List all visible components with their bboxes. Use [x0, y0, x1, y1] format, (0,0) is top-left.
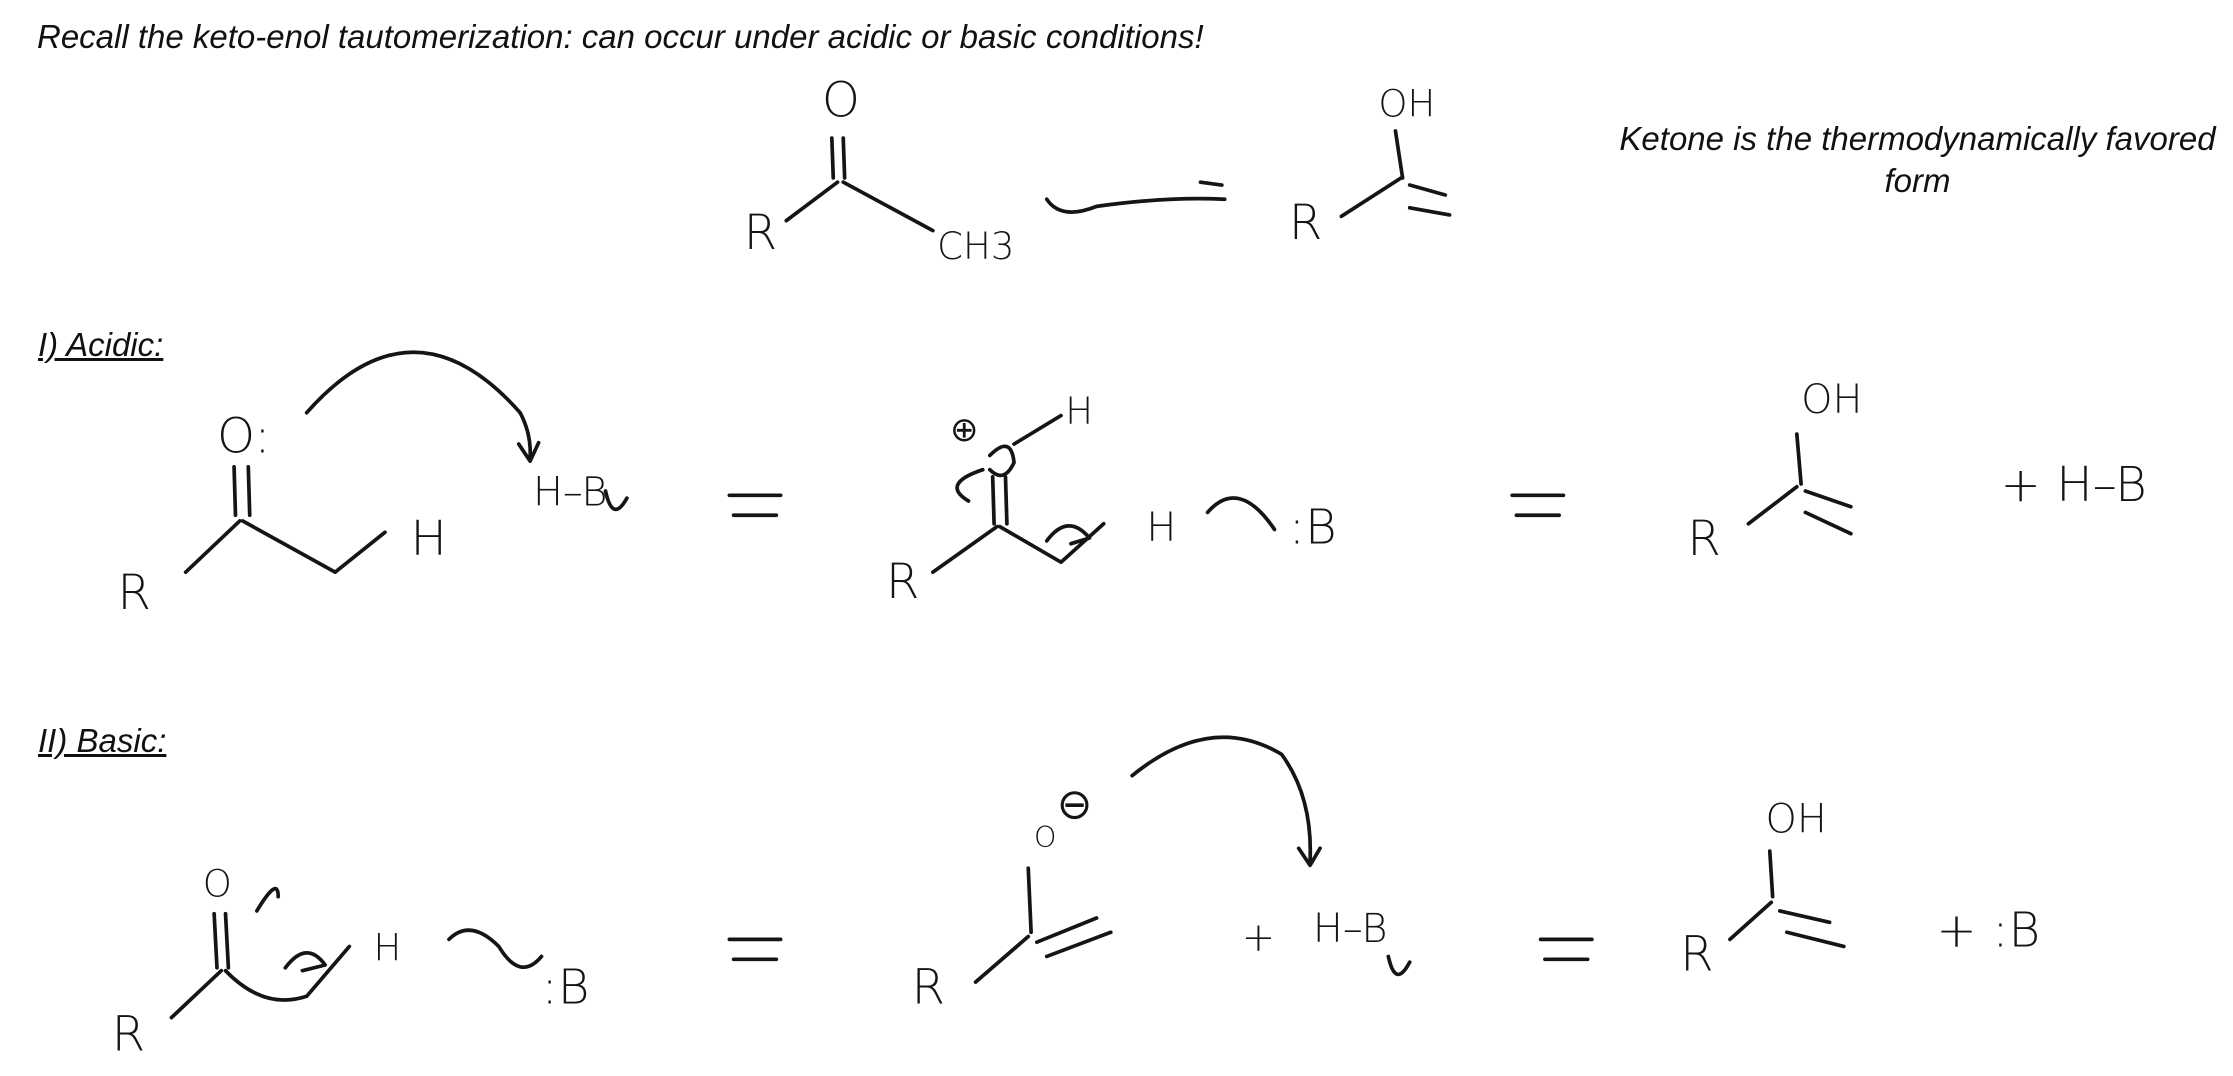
- top-enol-r: R: [1289, 195, 1323, 251]
- bond: [1777, 909, 1832, 925]
- acidic-h3: H: [1146, 505, 1176, 551]
- bond: [223, 911, 231, 970]
- basic-plus-b: + :B: [1936, 902, 2040, 958]
- acidic-r2: R: [886, 554, 920, 610]
- curved-arrow: [1130, 735, 1313, 863]
- bond: [246, 464, 252, 518]
- basic-r3: R: [1680, 927, 1714, 983]
- top-equilibrium: O R CH3 OH R: [744, 73, 1452, 268]
- basic-hb: H–B: [1313, 906, 1388, 952]
- bond: [212, 911, 219, 970]
- bond: [829, 136, 836, 180]
- bond: [1003, 474, 1009, 526]
- acidic-plus-charge: ⊕: [950, 410, 979, 450]
- bond: [1026, 866, 1033, 935]
- bond: [1794, 432, 1803, 486]
- bond: [232, 464, 238, 518]
- acidic-mechanism: O: R H H–B ⊕ H R H :B OH R + H–B: [117, 350, 2147, 621]
- bond: [1785, 930, 1846, 949]
- curved-arrow: [603, 489, 629, 512]
- equilibrium-arrow-head: [1198, 180, 1224, 187]
- basic-plus: +: [1242, 915, 1275, 961]
- curved-arrow: [447, 928, 544, 969]
- acidic-oxygen: O:: [217, 409, 271, 465]
- basic-minus-charge: ⊖: [1057, 779, 1093, 829]
- section-acidic-heading: I) Acidic:: [38, 326, 164, 363]
- bond: [784, 180, 840, 223]
- equilibrium-arrow: [1044, 196, 1227, 214]
- bond: [169, 968, 224, 1020]
- basic-r1: R: [112, 1006, 146, 1062]
- acidic-h1: H: [411, 511, 447, 567]
- ketone-note: Ketone is the thermodynamically favored …: [1619, 120, 2216, 199]
- bond: [841, 136, 847, 180]
- curved-arrow: [283, 951, 328, 973]
- basic-enol-oh: OH: [1766, 797, 1827, 843]
- curved-arrow: [254, 886, 281, 913]
- bond: [1407, 205, 1452, 217]
- bond: [1407, 183, 1448, 197]
- bond: [1728, 900, 1774, 942]
- curved-arrow: [1205, 496, 1277, 532]
- top-keto-ch3: CH3: [937, 225, 1014, 268]
- curved-arrow: [1386, 954, 1412, 977]
- curved-arrow-head: [516, 440, 541, 463]
- bond: [931, 524, 999, 575]
- acidic-enol-oh: OH: [1801, 377, 1862, 423]
- bond: [1034, 916, 1099, 945]
- basic-mechanism: O R H :B O ⊖ R + H–B OH R + :B: [112, 735, 2040, 1062]
- bond: [1339, 176, 1404, 219]
- basic-oxygen: O: [203, 863, 232, 906]
- curved-arrow: [955, 467, 985, 503]
- bond: [1767, 849, 1775, 899]
- bond: [1746, 484, 1799, 526]
- bond: [1012, 413, 1063, 446]
- oxonium-o: [987, 444, 1016, 478]
- bond: [1044, 930, 1113, 959]
- curved-arrow: [1044, 524, 1092, 546]
- acidic-r3: R: [1687, 511, 1721, 567]
- bond: [1803, 510, 1853, 536]
- bond: [1393, 129, 1405, 180]
- basic-h1: H: [374, 927, 402, 970]
- page-title: Recall the keto-enol tautomerization: ca…: [37, 18, 1204, 55]
- acidic-r1: R: [117, 565, 151, 621]
- top-keto-oxygen: O: [822, 73, 860, 129]
- bond: [997, 521, 1106, 565]
- acidic-hb: H–B: [533, 469, 608, 515]
- curved-arrow: [304, 350, 533, 461]
- bond: [990, 474, 996, 526]
- basic-r2: R: [912, 959, 946, 1015]
- curved-arrow-head: [1296, 846, 1322, 868]
- top-enol-oh: OH: [1378, 83, 1435, 126]
- top-keto-r: R: [744, 205, 778, 261]
- bond: [223, 944, 352, 1002]
- bond: [240, 519, 387, 575]
- acidic-plus-hb: + H–B: [2000, 457, 2146, 513]
- bond: [183, 519, 242, 575]
- bond: [1803, 489, 1853, 509]
- acidic-h2: H: [1065, 390, 1093, 433]
- basic-b1: :B: [541, 959, 589, 1015]
- acidic-b: :B: [1289, 500, 1337, 556]
- basic-enolate-o: O: [1034, 821, 1056, 854]
- bond: [973, 934, 1031, 984]
- bond: [841, 180, 935, 233]
- section-basic-heading: II) Basic:: [38, 722, 167, 759]
